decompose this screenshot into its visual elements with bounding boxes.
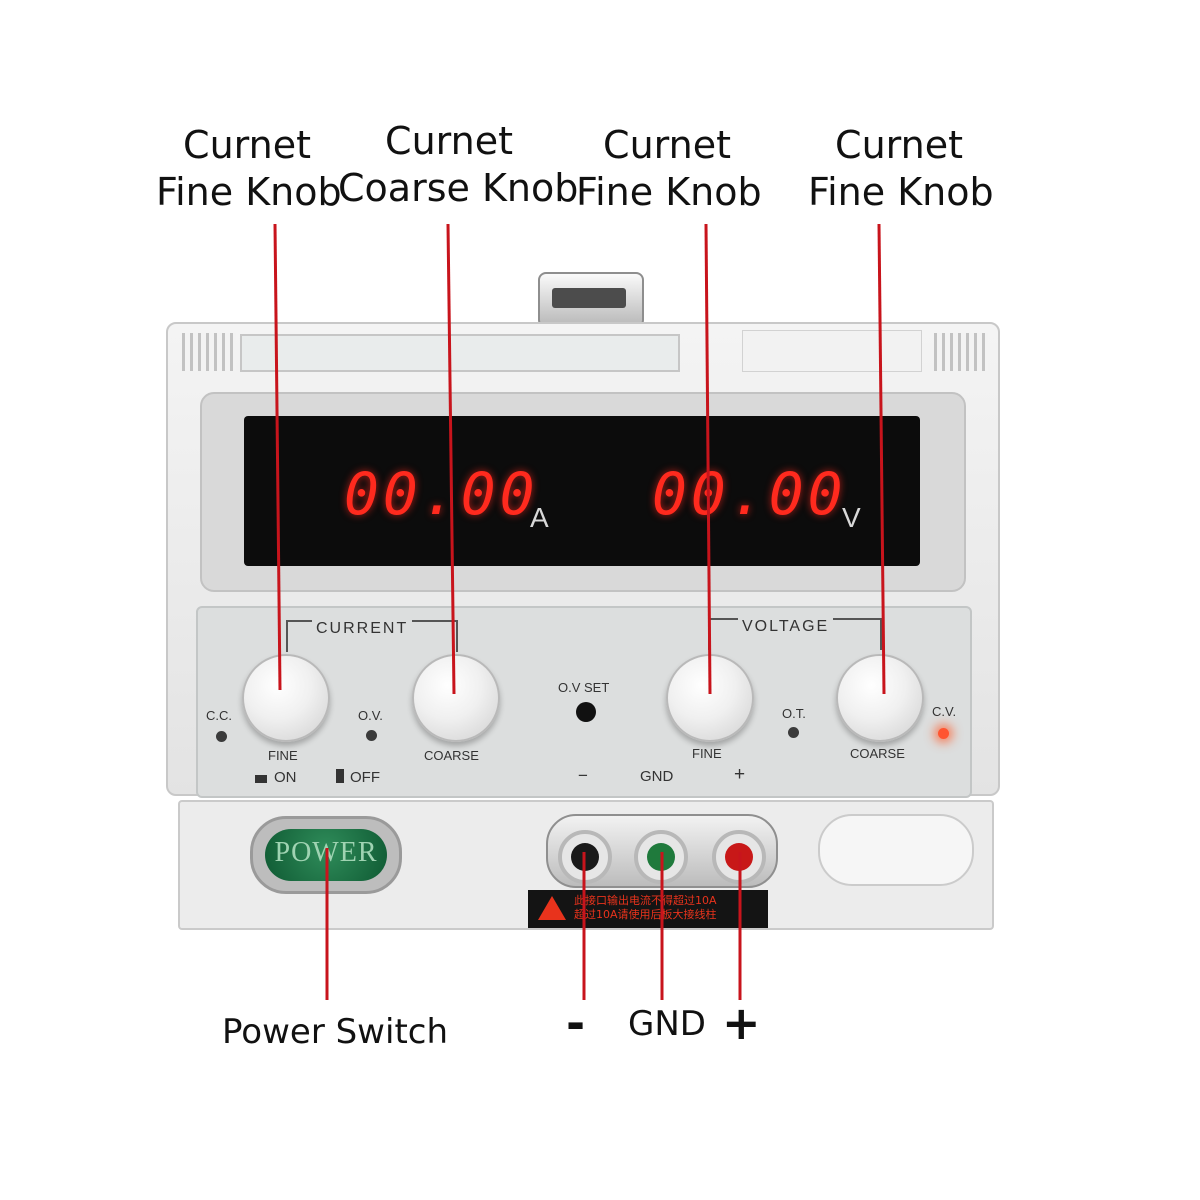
warning-line2: 超过10A请使用后板大接线柱 bbox=[574, 908, 717, 921]
current-coarse-label: COARSE bbox=[424, 748, 479, 763]
on-label: ON bbox=[274, 769, 297, 786]
cv-label: C.V. bbox=[932, 704, 957, 719]
carry-handle bbox=[538, 272, 644, 328]
led-display: 00.00 A 00.00 V bbox=[244, 416, 920, 566]
ov-set-adjuster[interactable] bbox=[576, 702, 596, 722]
warning-label: 此接口输出电流不得超过10A 超过10A请使用后板大接线柱 bbox=[528, 890, 768, 928]
panel-gnd-label: GND bbox=[640, 768, 674, 785]
blank-cover-plate bbox=[818, 814, 974, 886]
off-label: OFF bbox=[350, 769, 380, 786]
voltage-group-label: VOLTAGE bbox=[738, 618, 834, 636]
warning-line1: 此接口输出电流不得超过10A bbox=[574, 894, 717, 907]
cc-indicator-led bbox=[216, 731, 227, 742]
pointer-voltage-fine bbox=[704, 223, 712, 695]
vent-left bbox=[182, 333, 236, 371]
model-plate bbox=[742, 330, 922, 372]
power-switch-label: Power Switch bbox=[222, 1012, 449, 1052]
voltage-coarse-knob[interactable] bbox=[836, 654, 924, 742]
pointer-voltage-coarse bbox=[877, 223, 886, 695]
ov-indicator-led bbox=[366, 730, 377, 741]
cv-indicator-led bbox=[938, 728, 949, 739]
voltage-unit: V bbox=[842, 502, 861, 533]
warning-triangle-icon bbox=[538, 896, 566, 920]
current-group-label: CURRENT bbox=[312, 620, 413, 638]
ov-label: O.V. bbox=[358, 708, 383, 723]
pointer-current-coarse bbox=[446, 223, 456, 695]
callout-voltage-fine: Curnet Fine Knob bbox=[576, 122, 762, 216]
current-readout: 00.00 bbox=[344, 460, 539, 528]
voltage-coarse-label: COARSE bbox=[850, 746, 905, 761]
pointer-current-fine bbox=[273, 223, 282, 691]
callout-line2: Fine Knob bbox=[808, 170, 994, 214]
callout-line2: Fine Knob bbox=[156, 170, 342, 214]
ov-set-label: O.V SET bbox=[558, 680, 610, 695]
callout-voltage-coarse: Curnet Fine Knob bbox=[808, 122, 994, 216]
cc-label: C.C. bbox=[206, 708, 232, 723]
current-fine-knob[interactable] bbox=[242, 654, 330, 742]
callout-line1: Curnet bbox=[385, 119, 513, 163]
ot-indicator-led bbox=[788, 727, 799, 738]
current-coarse-knob[interactable] bbox=[412, 654, 500, 742]
gnd-label: GND bbox=[628, 1004, 706, 1044]
off-symbol-icon bbox=[336, 769, 344, 783]
voltage-fine-label: FINE bbox=[692, 746, 722, 761]
vent-right bbox=[934, 333, 988, 371]
plus-label: + bbox=[722, 996, 761, 1050]
callout-current-fine-left: Curnet Fine Knob bbox=[156, 122, 342, 216]
current-fine-label: FINE bbox=[268, 748, 298, 763]
warning-text: 此接口输出电流不得超过10A 超过10A请使用后板大接线柱 bbox=[574, 894, 764, 922]
panel-plus-label: + bbox=[734, 764, 746, 785]
handle-grip bbox=[552, 288, 626, 308]
callout-current-coarse: Curnet Coarse Knob bbox=[338, 118, 579, 212]
callout-line1: Curnet bbox=[183, 123, 311, 167]
minus-label: - bbox=[566, 996, 586, 1050]
current-unit: A bbox=[530, 502, 549, 533]
callout-line1: Curnet bbox=[835, 123, 963, 167]
callout-line2: Fine Knob bbox=[576, 170, 762, 214]
panel-minus-label: − bbox=[578, 766, 588, 785]
model-strip bbox=[240, 334, 680, 372]
on-symbol-icon bbox=[255, 775, 267, 783]
voltage-readout: 00.00 bbox=[652, 460, 847, 528]
ot-label: O.T. bbox=[782, 706, 806, 721]
callout-line2: Coarse Knob bbox=[338, 166, 579, 210]
callout-line1: Curnet bbox=[603, 123, 731, 167]
